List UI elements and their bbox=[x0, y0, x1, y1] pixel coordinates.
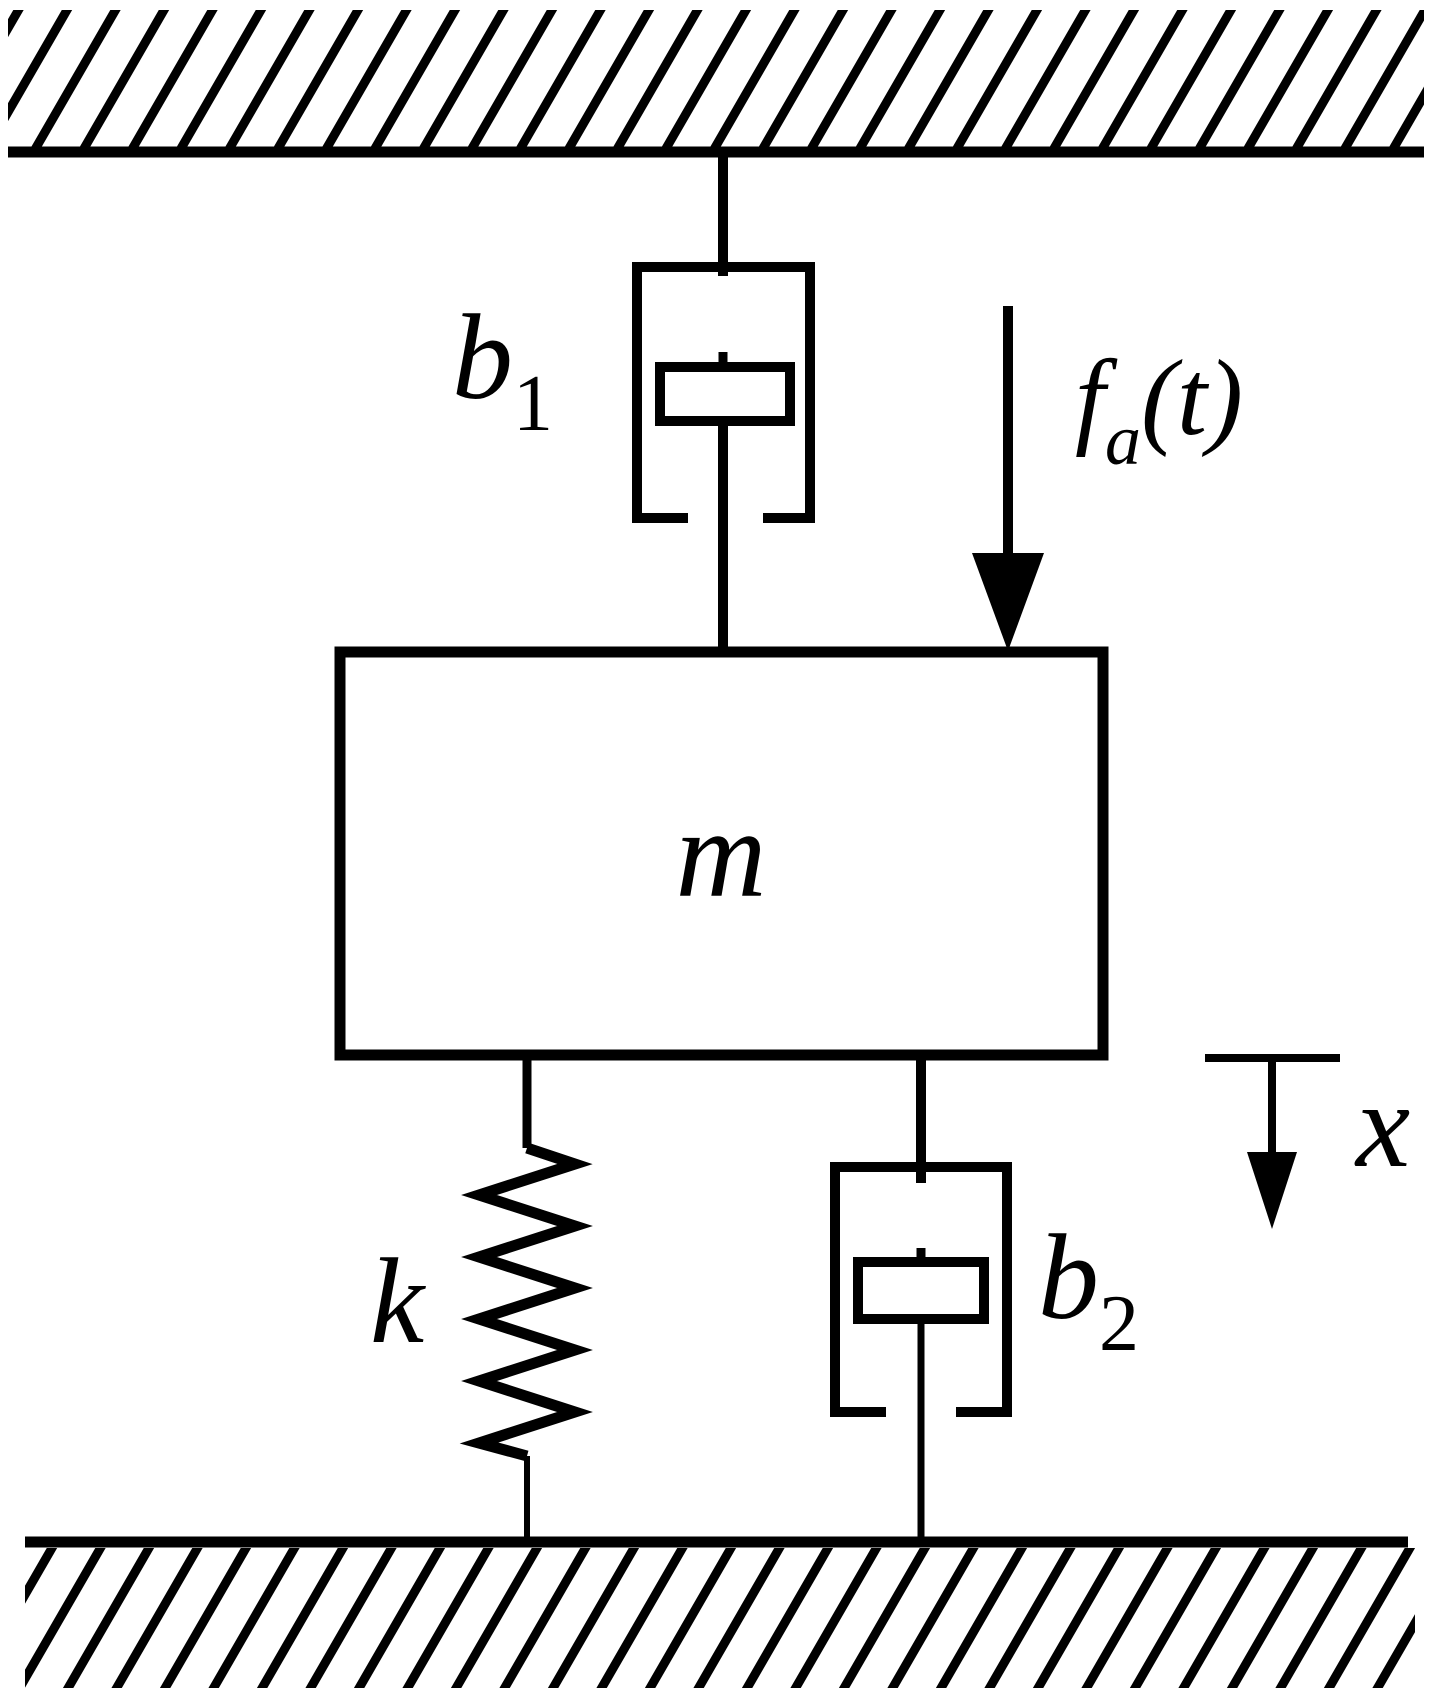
damper-b1-cylinder bbox=[632, 262, 815, 523]
displacement-label: x bbox=[1354, 1058, 1410, 1193]
mass-block bbox=[334, 646, 1109, 1061]
damper-b1-label-base: b bbox=[452, 290, 513, 425]
damper-b1-label-sub: 1 bbox=[513, 360, 553, 448]
damper-b2-cylinder bbox=[830, 1162, 1012, 1417]
force-arrow bbox=[972, 306, 1044, 651]
floor-hatch bbox=[25, 1548, 1415, 1688]
mass-label: m bbox=[676, 785, 767, 924]
force-label: fa(t) bbox=[1075, 339, 1243, 480]
damper-b1-piston bbox=[655, 362, 795, 426]
spring-k bbox=[459, 1055, 593, 1542]
force-label-suffix: (t) bbox=[1141, 339, 1243, 458]
floor-ground bbox=[25, 1536, 1415, 1688]
force-label-sub: a bbox=[1105, 400, 1141, 480]
damper-b2-label-base: b bbox=[1038, 1210, 1099, 1345]
damper-b1-label: b1 bbox=[452, 290, 553, 448]
spring-label: k bbox=[370, 1234, 426, 1369]
damper-b1 bbox=[632, 152, 815, 657]
ceiling-ground bbox=[8, 10, 1424, 158]
displacement-arrowhead-icon bbox=[1247, 1152, 1297, 1229]
displacement-reference bbox=[1205, 1054, 1340, 1229]
force-arrowhead-icon bbox=[972, 553, 1044, 651]
ceiling-hatch bbox=[8, 10, 1424, 147]
damper-b2-label: b2 bbox=[1038, 1210, 1139, 1368]
spring-zigzag bbox=[459, 1142, 593, 1462]
damper-b2-label-sub: 2 bbox=[1099, 1280, 1139, 1368]
damper-b2 bbox=[830, 1055, 1012, 1542]
damper-b2-piston bbox=[853, 1257, 989, 1324]
